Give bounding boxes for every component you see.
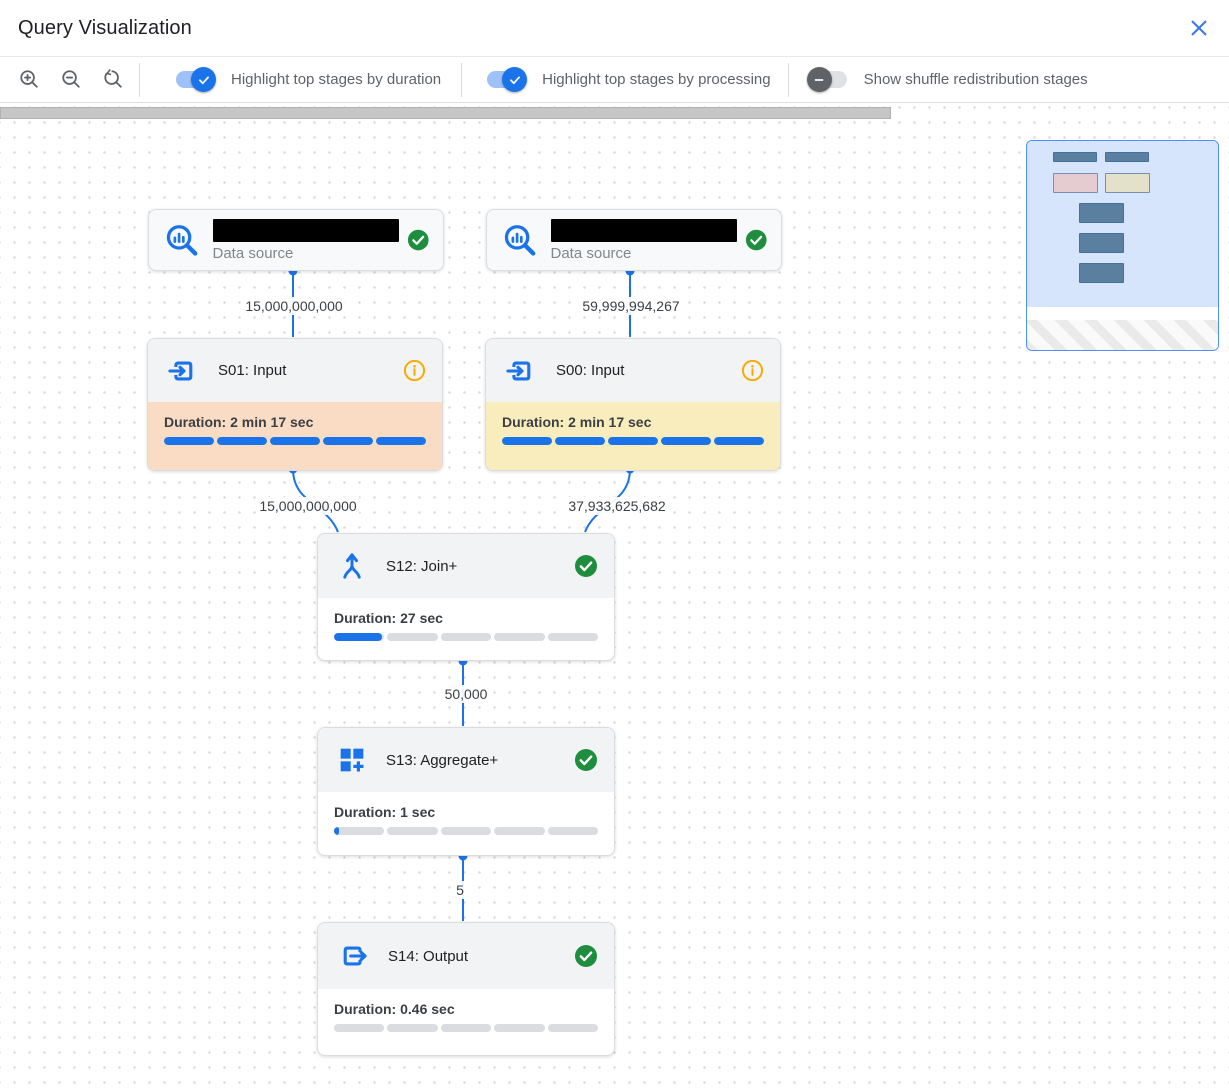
minimap-empty-area <box>1027 307 1218 320</box>
toggle-highlight-duration[interactable] <box>176 67 216 92</box>
toolbar-divider <box>461 62 463 97</box>
minimap-node-highlight-duration <box>1053 173 1098 193</box>
input-stage-icon <box>506 361 531 380</box>
node-stage-s13[interactable]: S13: Aggregate+ Duration: 1 sec <box>317 727 615 856</box>
data-source-label: Data source <box>212 244 294 262</box>
aggregate-stage-icon <box>340 748 364 772</box>
zoom-out-icon[interactable] <box>60 68 83 91</box>
duration-bar <box>334 1024 599 1032</box>
query-graph-canvas[interactable]: 15,000,000,000 59,999,994,267 15,000,000… <box>0 103 1229 1090</box>
zoom-reset-icon[interactable] <box>102 68 125 91</box>
stage-title: S00: Input <box>556 362 625 379</box>
redacted-table-name <box>212 218 399 242</box>
success-check-icon <box>575 555 597 577</box>
duration-bar <box>502 437 764 445</box>
duration-label: Duration: 0.46 sec <box>334 1001 455 1017</box>
edge-rows-label: 50,000 <box>441 685 491 703</box>
minimap-outside-area <box>1027 320 1218 350</box>
success-check-icon <box>745 229 767 251</box>
toggle-label-shuffle: Show shuffle redistribution stages <box>863 71 1088 88</box>
toggle-label-duration: Highlight top stages by duration <box>231 71 442 88</box>
dialog-header: Query Visualization <box>0 0 1229 57</box>
node-stage-s14[interactable]: S14: Output Duration: 0.46 sec <box>317 922 615 1056</box>
close-icon[interactable] <box>1185 14 1213 42</box>
duration-label: Duration: 2 min 17 sec <box>164 414 314 430</box>
toggle-show-shuffle[interactable] <box>806 67 847 92</box>
edge-rows-label: 15,000,000,000 <box>256 497 360 515</box>
edge-rows-label: 59,999,994,267 <box>579 297 683 315</box>
edge-rows-label: 15,000,000,000 <box>242 297 346 315</box>
zoom-controls <box>0 68 139 91</box>
success-check-icon <box>575 749 597 771</box>
stage-title: S12: Join+ <box>386 557 458 575</box>
node-data-source-2[interactable]: Data source <box>486 209 782 271</box>
duration-label: Duration: 1 sec <box>334 804 436 820</box>
output-stage-icon <box>343 946 367 966</box>
minimap-viewport[interactable] <box>1027 141 1218 307</box>
toggle-group-processing: Highlight top stages by processing <box>487 67 771 92</box>
data-source-icon <box>504 225 536 256</box>
duration-bar <box>334 827 599 835</box>
node-data-source-1[interactable]: Data source <box>148 209 444 271</box>
node-stage-s00[interactable]: S00: Input Duration: 2 min 17 sec <box>485 338 781 471</box>
edge-rows-label: 5 <box>453 881 467 899</box>
data-source-label: Data source <box>550 244 632 262</box>
join-stage-icon <box>343 553 361 579</box>
toggle-group-shuffle: Show shuffle redistribution stages <box>806 67 1088 92</box>
info-icon[interactable] <box>741 359 764 382</box>
edge-rows-label: 37,933,625,682 <box>565 497 669 515</box>
input-stage-icon <box>168 361 193 380</box>
minimap-node <box>1079 263 1124 283</box>
duration-label: Duration: 2 min 17 sec <box>502 414 652 430</box>
stage-duration-section: Duration: 2 min 17 sec <box>148 402 442 470</box>
toggle-group-duration: Highlight top stages by duration <box>176 67 442 92</box>
duration-label: Duration: 27 sec <box>334 610 443 626</box>
stage-title: S13: Aggregate+ <box>386 751 499 769</box>
toggle-highlight-processing[interactable] <box>487 67 528 92</box>
toolbar-divider <box>139 62 140 97</box>
duration-bar <box>334 633 599 641</box>
minimap-node-highlight-processing <box>1105 173 1150 193</box>
stage-duration-section: Duration: 27 sec <box>318 598 614 641</box>
stage-duration-section: Duration: 0.46 sec <box>318 989 614 1032</box>
stage-title: S01: Input <box>218 362 287 379</box>
stage-duration-section: Duration: 2 min 17 sec <box>486 402 780 470</box>
info-icon[interactable] <box>403 359 426 382</box>
toggle-knob-check-icon <box>502 67 528 92</box>
minimap-node <box>1079 203 1124 223</box>
zoom-in-icon[interactable] <box>18 68 41 91</box>
horizontal-scrollbar-thumb[interactable] <box>0 107 891 119</box>
redacted-table-name <box>550 218 737 242</box>
success-check-icon <box>575 945 597 967</box>
page-title: Query Visualization <box>18 16 192 39</box>
node-stage-s01[interactable]: S01: Input Duration: 2 min 17 sec <box>147 338 443 471</box>
minimap-node <box>1105 152 1149 162</box>
stage-duration-section: Duration: 1 sec <box>318 792 614 835</box>
duration-bar <box>164 437 426 445</box>
minimap-node <box>1079 233 1124 253</box>
toggle-label-processing: Highlight top stages by processing <box>542 71 771 88</box>
toggle-knob-minus-icon <box>806 67 832 92</box>
stage-title: S14: Output <box>388 947 469 965</box>
toolbar: Highlight top stages by duration Highlig… <box>0 57 1229 103</box>
toggle-knob-check-icon <box>191 67 216 92</box>
data-source-icon <box>166 225 198 256</box>
minimap-node <box>1053 152 1097 162</box>
toolbar-divider <box>787 62 789 97</box>
success-check-icon <box>407 229 429 251</box>
graph-minimap[interactable] <box>1026 140 1219 351</box>
node-stage-s12[interactable]: S12: Join+ Duration: 27 sec <box>317 533 615 661</box>
